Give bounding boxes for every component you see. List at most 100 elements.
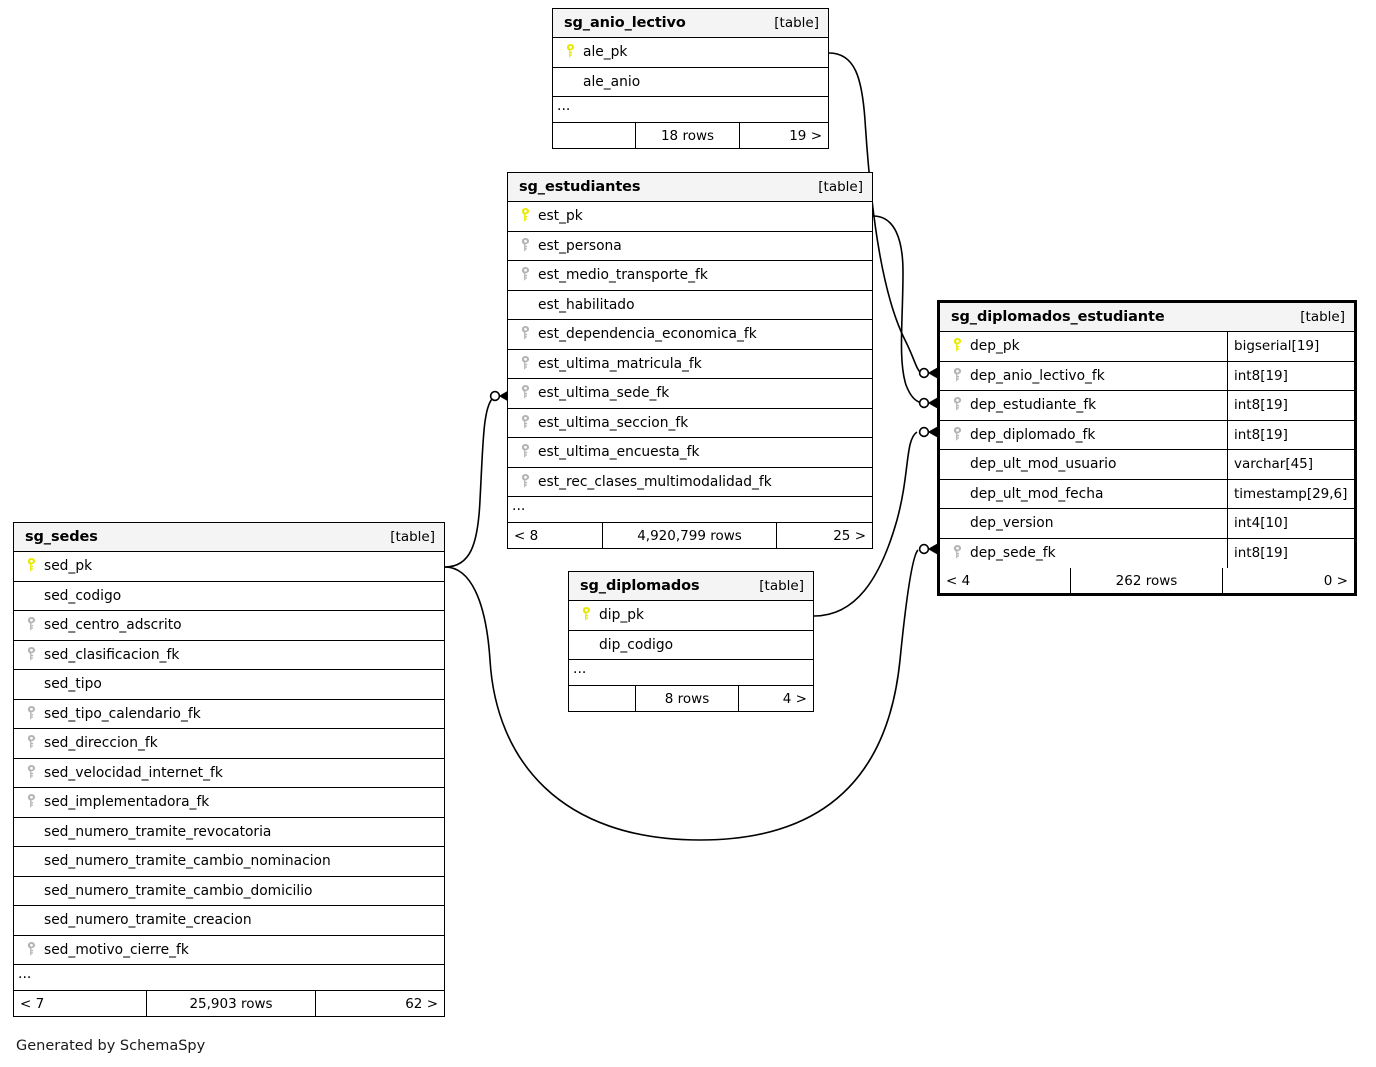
column-key-slot xyxy=(516,444,535,460)
table-row[interactable]: sed_numero_tramite_creacion xyxy=(14,906,444,936)
table-row[interactable]: est_habilitado xyxy=(508,291,872,320)
ellipsis-text: ... xyxy=(18,965,32,982)
column-cell: dep_estudiante_fk xyxy=(940,391,1227,420)
footer-outgoing-count[interactable]: 62 > xyxy=(405,995,438,1012)
table-node-sg_sedes[interactable]: sg_sedes[table] sed_pk sed_codigo sed_centr… xyxy=(13,522,445,1017)
column-name: dep_anio_lectivo_fk xyxy=(970,367,1105,384)
table-row[interactable]: ale_pk xyxy=(553,38,828,68)
footer-incoming-count[interactable]: < 7 xyxy=(20,995,45,1012)
footer-incoming-count[interactable] xyxy=(553,123,635,148)
footer-outgoing-count[interactable]: 25 > xyxy=(833,527,866,544)
column-name: sed_pk xyxy=(44,558,93,575)
table-row[interactable]: est_ultima_encuesta_fk xyxy=(508,438,872,468)
table-row[interactable]: dip_codigo xyxy=(569,631,813,660)
foreign-key-icon xyxy=(27,941,36,958)
table-row[interactable]: est_pk xyxy=(508,202,872,232)
table-row[interactable]: sed_direccion_fk xyxy=(14,729,444,759)
column-name: sed_velocidad_internet_fk xyxy=(44,764,223,781)
table-row[interactable]: dip_pk xyxy=(569,601,813,631)
table-row[interactable]: sed_numero_tramite_cambio_domicilio xyxy=(14,877,444,906)
column-cell: dip_codigo xyxy=(569,631,813,660)
table-row[interactable]: sed_codigo xyxy=(14,582,444,611)
footer-outgoing-count[interactable]: 4 > xyxy=(782,690,807,707)
column-name: sed_motivo_cierre_fk xyxy=(44,941,189,958)
table-row[interactable]: est_dependencia_economica_fk xyxy=(508,320,872,350)
table-row[interactable]: sed_pk xyxy=(14,552,444,582)
column-cell: sed_numero_tramite_revocatoria xyxy=(14,818,444,847)
table-row[interactable]: sed_tipo xyxy=(14,670,444,700)
column-name: est_habilitado xyxy=(538,296,635,313)
relationship-rel-estudiante[interactable] xyxy=(872,215,945,412)
table-row[interactable]: est_medio_transporte_fk xyxy=(508,261,872,291)
table-header-sg_diplomados_estudiante[interactable]: sg_diplomados_estudiante[table] xyxy=(940,303,1354,332)
footer-incoming-count[interactable]: < 4 xyxy=(946,572,971,589)
column-key-slot xyxy=(516,326,535,342)
footer-row-count: 4,920,799 rows xyxy=(602,523,777,548)
table-row[interactable]: sed_numero_tramite_revocatoria xyxy=(14,818,444,847)
column-key-slot xyxy=(22,764,41,781)
table-row[interactable]: sed_motivo_cierre_fk xyxy=(14,936,444,965)
table-type-label: [table] xyxy=(390,529,435,545)
table-row[interactable]: est_ultima_seccion_fk xyxy=(508,409,872,438)
column-datatype: int4[10] xyxy=(1227,509,1354,538)
table-header-sg_sedes[interactable]: sg_sedes[table] xyxy=(14,523,444,552)
foreign-key-icon xyxy=(521,355,530,372)
table-row[interactable]: sed_tipo_calendario_fk xyxy=(14,700,444,729)
column-name: sed_codigo xyxy=(44,587,122,604)
column-cell: est_ultima_matricula_fk xyxy=(508,350,872,379)
foreign-key-icon xyxy=(521,237,530,254)
footer-outgoing-count[interactable]: 19 > xyxy=(789,127,822,144)
column-cell: est_rec_clases_multimodalidad_fk xyxy=(508,468,872,497)
table-row[interactable]: sed_implementadora_fk xyxy=(14,788,444,818)
table-header-sg_anio_lectivo[interactable]: sg_anio_lectivo[table] xyxy=(553,9,828,38)
column-cell: est_persona xyxy=(508,232,872,261)
column-name: sed_centro_adscrito xyxy=(44,617,182,634)
footer-outgoing-count[interactable]: 0 > xyxy=(1323,572,1348,589)
footer-incoming-count[interactable] xyxy=(569,686,635,711)
primary-key-icon xyxy=(953,338,962,354)
table-row[interactable]: dep_sede_fk int8[19] xyxy=(940,538,1354,568)
table-row[interactable]: sed_clasificacion_fk xyxy=(14,641,444,670)
footer-row-count: 25,903 rows xyxy=(146,991,316,1016)
column-cell: dep_version xyxy=(940,509,1227,538)
table-row[interactable]: est_persona xyxy=(508,232,872,261)
relationship-rel-sede-estudiante[interactable] xyxy=(444,387,516,568)
table-header-sg_diplomados[interactable]: sg_diplomados[table] xyxy=(569,572,813,601)
foreign-key-icon xyxy=(521,414,530,431)
column-key-slot xyxy=(516,208,535,224)
table-row[interactable]: est_rec_clases_multimodalidad_fk xyxy=(508,468,872,497)
column-key-slot xyxy=(22,705,41,722)
table-row[interactable]: sed_centro_adscrito xyxy=(14,611,444,641)
table-header-sg_estudiantes[interactable]: sg_estudiantes[table] xyxy=(508,173,872,202)
column-datatype: int8[19] xyxy=(1227,538,1354,568)
footer-incoming-count[interactable]: < 8 xyxy=(514,527,539,544)
table-row[interactable]: sed_velocidad_internet_fk xyxy=(14,759,444,788)
table-type-label: [table] xyxy=(774,15,819,31)
foreign-key-icon xyxy=(27,705,36,722)
more-columns-indicator: ... xyxy=(569,660,813,686)
footer-row-count: 262 rows xyxy=(1070,568,1223,593)
table-row[interactable]: sed_numero_tramite_cambio_nominacion xyxy=(14,847,444,877)
column-cell: dip_pk xyxy=(569,601,813,630)
table-row[interactable]: ale_anio xyxy=(553,68,828,97)
table-row[interactable]: est_ultima_sede_fk xyxy=(508,379,872,409)
table-footer: < 8 4,920,799 rows 25 > xyxy=(508,523,872,548)
column-name: sed_clasificacion_fk xyxy=(44,646,180,663)
table-row[interactable]: est_ultima_matricula_fk xyxy=(508,350,872,379)
column-cell: est_dependencia_economica_fk xyxy=(508,320,872,349)
column-name: dep_sede_fk xyxy=(970,545,1056,562)
